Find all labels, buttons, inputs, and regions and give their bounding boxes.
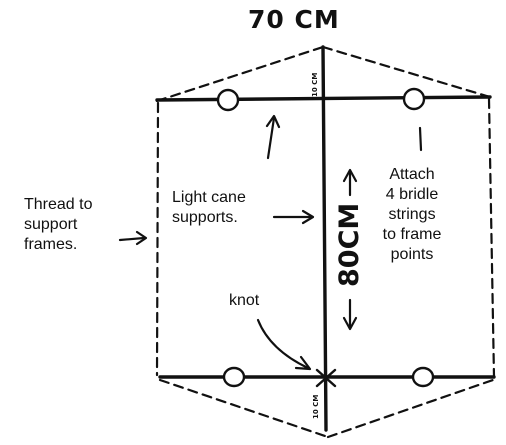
thread-right-side bbox=[487, 97, 496, 379]
frame-point-bottom-right bbox=[411, 366, 435, 388]
height-label: 80CM bbox=[334, 203, 365, 287]
center-spine bbox=[321, 45, 328, 432]
bottom-spacer-label: 10 CM bbox=[312, 395, 320, 419]
knot-label: knot bbox=[229, 292, 260, 309]
thread-bottom-right bbox=[326, 378, 495, 439]
frame-point-top-left bbox=[216, 88, 240, 112]
top-width-label: 70 CM bbox=[248, 5, 340, 34]
thread-bottom-left bbox=[158, 378, 330, 439]
thread-top-right bbox=[321, 45, 492, 99]
thread-label: Thread to support frames. bbox=[24, 196, 93, 253]
cane-supports-label: Light cane supports. bbox=[172, 189, 246, 226]
arrow-to-thread bbox=[118, 236, 146, 242]
thread-left-side bbox=[155, 101, 160, 377]
frame-point-bottom-left bbox=[222, 366, 246, 388]
frame-point-top-right bbox=[402, 87, 426, 111]
bridle-strings-label: Attach 4 bridle strings to frame points bbox=[382, 166, 442, 263]
thread-top-left bbox=[155, 45, 325, 103]
bridle-mark bbox=[418, 126, 423, 152]
top-spacer-label: 10 CM bbox=[311, 73, 319, 97]
arrow-to-knot bbox=[256, 318, 310, 370]
knot-mark bbox=[315, 368, 337, 388]
arrow-up-to-spar bbox=[266, 116, 276, 160]
